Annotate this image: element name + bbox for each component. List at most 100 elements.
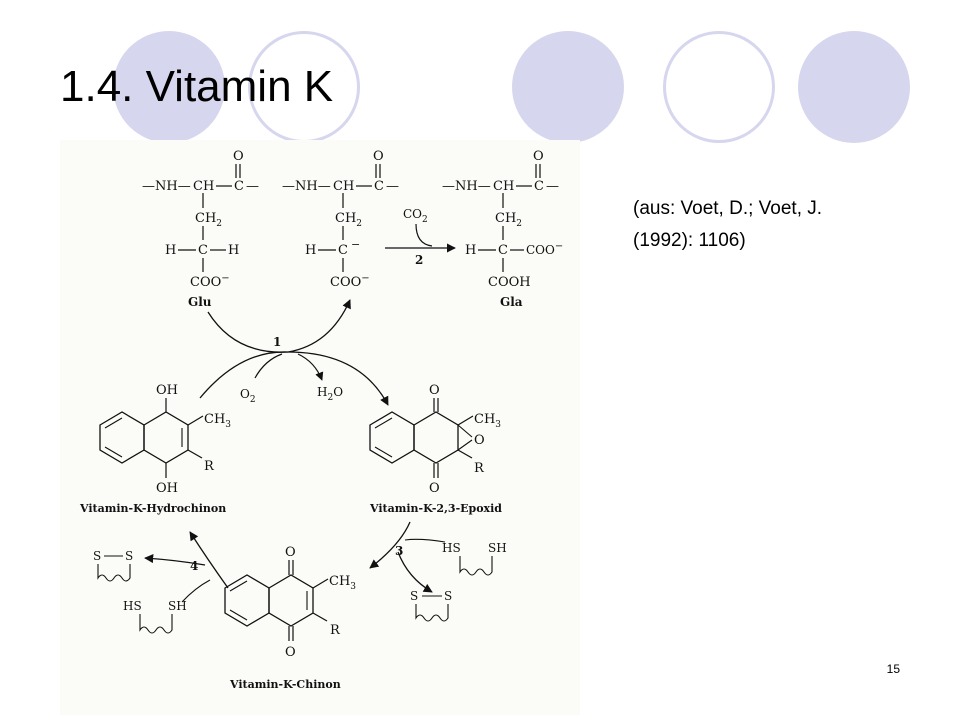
gla-c2: C (498, 243, 508, 258)
chinon-structure: O CH3 R O Vitamin-K-Chinon (224, 545, 356, 691)
h2o-sub: 2 (327, 393, 333, 403)
scanned-figure-background (60, 140, 580, 715)
hydrochinon-structure: OH CH3 R OH Vitamin-K-Hydrochinon (79, 383, 231, 515)
step-3-label: 3 (395, 544, 403, 558)
anion-dash: — (386, 179, 399, 194)
epoxid-o-ring: O (474, 433, 485, 448)
anion-nh: —NH— (282, 179, 331, 194)
glu-minus: − (221, 273, 229, 284)
thiol3-sh: SH (488, 541, 507, 555)
glu-o: O (233, 149, 244, 164)
svg-text:CH2: CH2 (495, 211, 522, 229)
chinon-o-top: O (285, 545, 296, 560)
gla-ch: CH (493, 179, 514, 194)
anion-minus: − (361, 273, 369, 284)
gla-nh: —NH— (442, 179, 491, 194)
glu-h2: H (228, 243, 239, 258)
epoxid-r: R (474, 461, 485, 476)
step-3-reduction: 3 HS SH S S (369, 521, 507, 622)
disulfide3-s2: S (444, 589, 452, 603)
h2o-o: O (333, 385, 343, 399)
o2-sub: 2 (250, 395, 256, 405)
step-1-arrows: 1 O2 H2O (199, 299, 389, 406)
citation-line-1: (aus: Voet, D.; Voet, J. (633, 198, 823, 219)
anion-c-minus: − (351, 238, 360, 251)
epoxid-o-bottom: O (429, 481, 440, 496)
vitamin-k-cycle-diagram: —NH— CH C — O CH2 H C H COO− Glu —NH— CH… (79, 149, 563, 691)
anion-h: H (305, 243, 316, 258)
step-2-label: 2 (415, 253, 423, 267)
glu-ch2: CH (195, 211, 216, 226)
gla-h: H (465, 243, 476, 258)
gla-structure: —NH— CH C — O CH2 H C COO− COOH Gla (442, 149, 563, 309)
h2o-h: H (317, 385, 327, 399)
thiol4-sh: SH (168, 599, 187, 613)
glu-dash: — (246, 179, 259, 194)
hydro-oh-top: OH (156, 383, 178, 398)
page-number: 15 (886, 662, 900, 676)
hydro-ch3-sub: 3 (225, 420, 231, 430)
anion-c: C (374, 179, 384, 194)
gla-label: Gla (500, 295, 523, 309)
decor-circle-1 (113, 31, 225, 143)
hydro-r: R (204, 459, 215, 474)
glu-coo: COO (190, 275, 221, 290)
svg-text:CH3: CH3 (329, 574, 356, 592)
gla-minus: − (555, 241, 563, 252)
hydro-oh-bottom: OH (156, 481, 178, 496)
disulfide4-s1: S (93, 549, 101, 563)
co2-sub: 2 (422, 215, 428, 225)
svg-text:CH3: CH3 (474, 412, 501, 430)
glu-label: Glu (188, 295, 212, 309)
svg-text:CH2: CH2 (195, 211, 222, 229)
gla-o: O (533, 149, 544, 164)
hydrochinon-label: Vitamin-K-Hydrochinon (79, 502, 226, 515)
svg-text:CH2: CH2 (335, 211, 362, 229)
chinon-r: R (330, 623, 341, 638)
epoxid-structure: O CH3 O R O Vitamin-K-2,3-Epoxid (369, 383, 502, 515)
svg-text:COO−: COO− (190, 273, 230, 290)
glu-ch2-sub: 2 (216, 219, 222, 229)
hydro-ch3: CH (204, 412, 225, 427)
thiol3-hs: HS (442, 541, 461, 555)
chinon-label: Vitamin-K-Chinon (229, 678, 341, 691)
step-1-label: 1 (273, 335, 281, 349)
disulfide4-s2: S (125, 549, 133, 563)
gla-ch2: CH (495, 211, 516, 226)
epoxid-ch3: CH (474, 412, 495, 427)
svg-text:COO−: COO− (330, 273, 370, 290)
epoxid-o-top: O (429, 383, 440, 398)
glu-c: C (234, 179, 244, 194)
decor-ring-2 (663, 31, 775, 143)
gla-coo-right: COO (526, 243, 555, 257)
o2-text: O (240, 387, 250, 401)
chinon-o-bottom: O (285, 645, 296, 660)
svg-text:COO−: COO− (526, 241, 563, 257)
anion-ch: CH (333, 179, 354, 194)
epoxid-label: Vitamin-K-2,3-Epoxid (369, 502, 502, 515)
chinon-ch3-sub: 3 (350, 582, 356, 592)
slide-title: 1.4. Vitamin K (60, 62, 334, 111)
epoxid-ch3-sub: 3 (495, 420, 501, 430)
step-2-carboxylation: CO2 2 (385, 207, 456, 267)
decor-circle-2 (512, 31, 624, 143)
decor-circle-3 (798, 31, 910, 143)
anion-o: O (373, 149, 384, 164)
anion-ch2-sub: 2 (356, 219, 362, 229)
glu-h: H (165, 243, 176, 258)
chinon-ch3: CH (329, 574, 350, 589)
decor-ring-1 (248, 31, 360, 143)
gla-ch2-sub: 2 (516, 219, 522, 229)
gla-dash: — (546, 179, 559, 194)
svg-text:O2: O2 (240, 387, 256, 405)
step-4-label: 4 (190, 559, 198, 573)
carbanion-structure: —NH— CH C — O CH2 H C − COO− (282, 149, 399, 290)
svg-text:CO2: CO2 (403, 207, 428, 225)
glu-structure: —NH— CH C — O CH2 H C H COO− Glu (142, 149, 259, 309)
citation: (aus: Voet, D.; Voet, J. (1992): 1106) (633, 193, 822, 257)
glu-ch: CH (193, 179, 214, 194)
co2-text: CO (403, 207, 422, 221)
gla-c: C (534, 179, 544, 194)
anion-ch2: CH (335, 211, 356, 226)
citation-line-2: (1992): 1106) (633, 230, 746, 251)
